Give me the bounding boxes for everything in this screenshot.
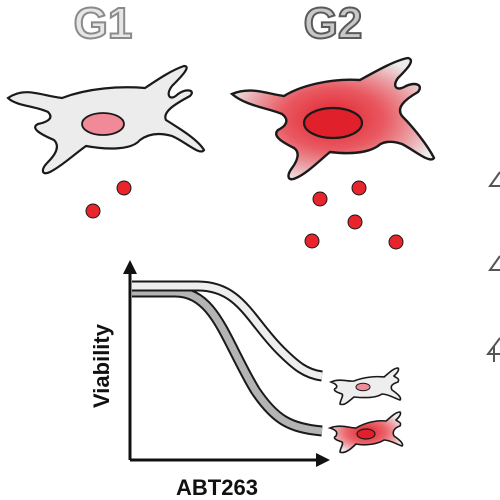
secreted-factor-dot-icon — [347, 214, 363, 230]
g2-secreted-factors — [304, 180, 404, 250]
small-g1-cell-icon — [328, 367, 402, 406]
viability-curves — [132, 280, 323, 437]
curve-g2-fill — [132, 288, 323, 435]
small-g2-cell-icon — [327, 411, 404, 454]
plot-axes — [123, 260, 330, 467]
y-axis-label: Viability — [89, 323, 114, 408]
secreted-factor-dot-icon — [388, 234, 404, 250]
small-g1-nucleus — [355, 382, 371, 392]
g1-secreted-factors — [85, 180, 132, 219]
g2-cell-icon — [229, 56, 436, 181]
g2-label: G2 — [304, 0, 363, 48]
small-g2-nucleus — [356, 428, 376, 440]
g1-nucleus — [81, 112, 125, 136]
x-axis-arrow-icon — [316, 453, 330, 467]
y-axis-arrow-icon — [123, 260, 137, 274]
secreted-factor-dot-icon — [304, 233, 320, 249]
cropped-right-edge-marks — [486, 171, 500, 362]
curve-g1-fill — [132, 282, 323, 380]
secreted-factor-dot-icon — [351, 180, 367, 196]
g1-label: G1 — [74, 0, 133, 48]
secreted-factor-dot-icon — [85, 203, 101, 219]
secreted-factor-dot-icon — [116, 180, 132, 196]
g2-nucleus — [302, 106, 364, 140]
x-axis-label: ABT263 — [176, 475, 258, 500]
secreted-factor-dot-icon — [312, 191, 328, 207]
g1-cell-icon — [6, 64, 206, 175]
